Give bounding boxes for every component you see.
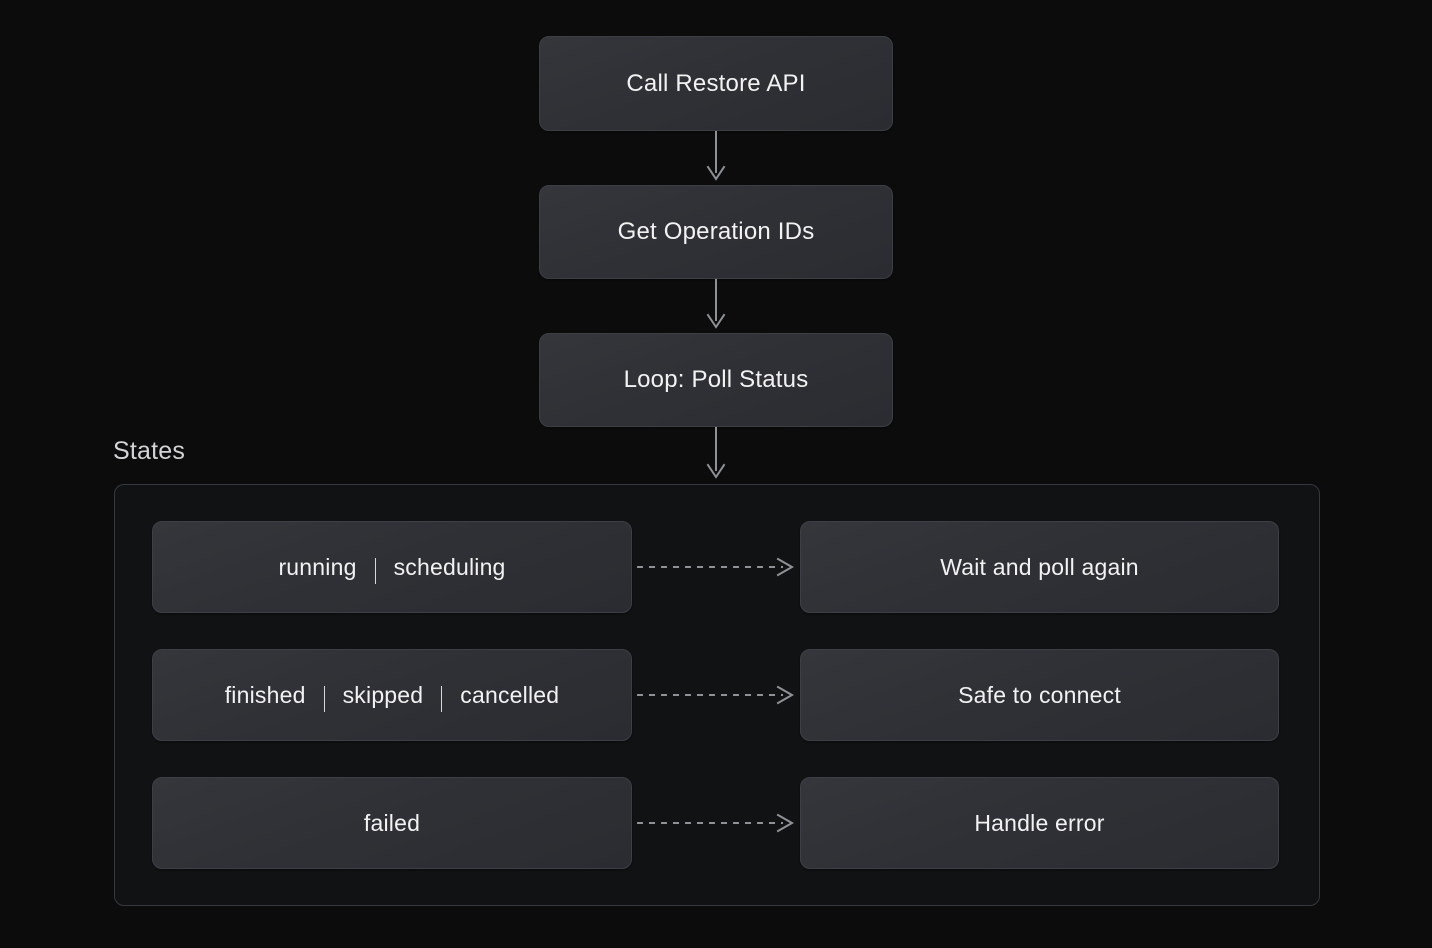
state-box-finished-skipped-cancelled[interactable]: finished skipped cancelled: [152, 649, 632, 741]
node-loop-poll-status[interactable]: Loop: Poll Status: [539, 333, 893, 427]
action-box-safe-to-connect[interactable]: Safe to connect: [800, 649, 1279, 741]
state-label-scheduling: scheduling: [393, 553, 506, 580]
state-separator-icon: [441, 686, 443, 712]
state-separator-icon: [323, 686, 325, 712]
arrow-finished-to-safe: [637, 680, 797, 710]
node-label: Call Restore API: [626, 69, 806, 97]
arrow-failed-to-handle-error: [637, 808, 797, 838]
state-label-running: running: [278, 553, 357, 580]
arrow-call-restore-to-get-ops: [700, 131, 732, 185]
node-call-restore-api[interactable]: Call Restore API: [539, 36, 893, 131]
node-get-operation-ids[interactable]: Get Operation IDs: [539, 185, 893, 279]
node-label: Get Operation IDs: [617, 218, 815, 245]
node-label: Loop: Poll Status: [623, 366, 809, 393]
arrow-loop-poll-to-states: [700, 427, 732, 483]
action-box-handle-error[interactable]: Handle error: [800, 777, 1279, 869]
state-box-running-scheduling[interactable]: running scheduling: [152, 521, 632, 613]
action-label: Handle error: [974, 809, 1105, 836]
arrow-running-to-wait: [637, 552, 797, 582]
state-label-cancelled: cancelled: [460, 681, 560, 708]
action-box-wait-and-poll-again[interactable]: Wait and poll again: [800, 521, 1279, 613]
state-label-skipped: skipped: [342, 681, 424, 708]
state-label-finished: finished: [224, 681, 306, 708]
arrow-get-ops-to-loop-poll: [700, 279, 732, 333]
states-group-label: States: [113, 437, 186, 465]
action-label: Safe to connect: [958, 681, 1121, 708]
state-box-failed[interactable]: failed: [152, 777, 632, 869]
action-label: Wait and poll again: [940, 553, 1139, 580]
state-label-failed: failed: [363, 809, 421, 836]
state-separator-icon: [374, 558, 376, 584]
